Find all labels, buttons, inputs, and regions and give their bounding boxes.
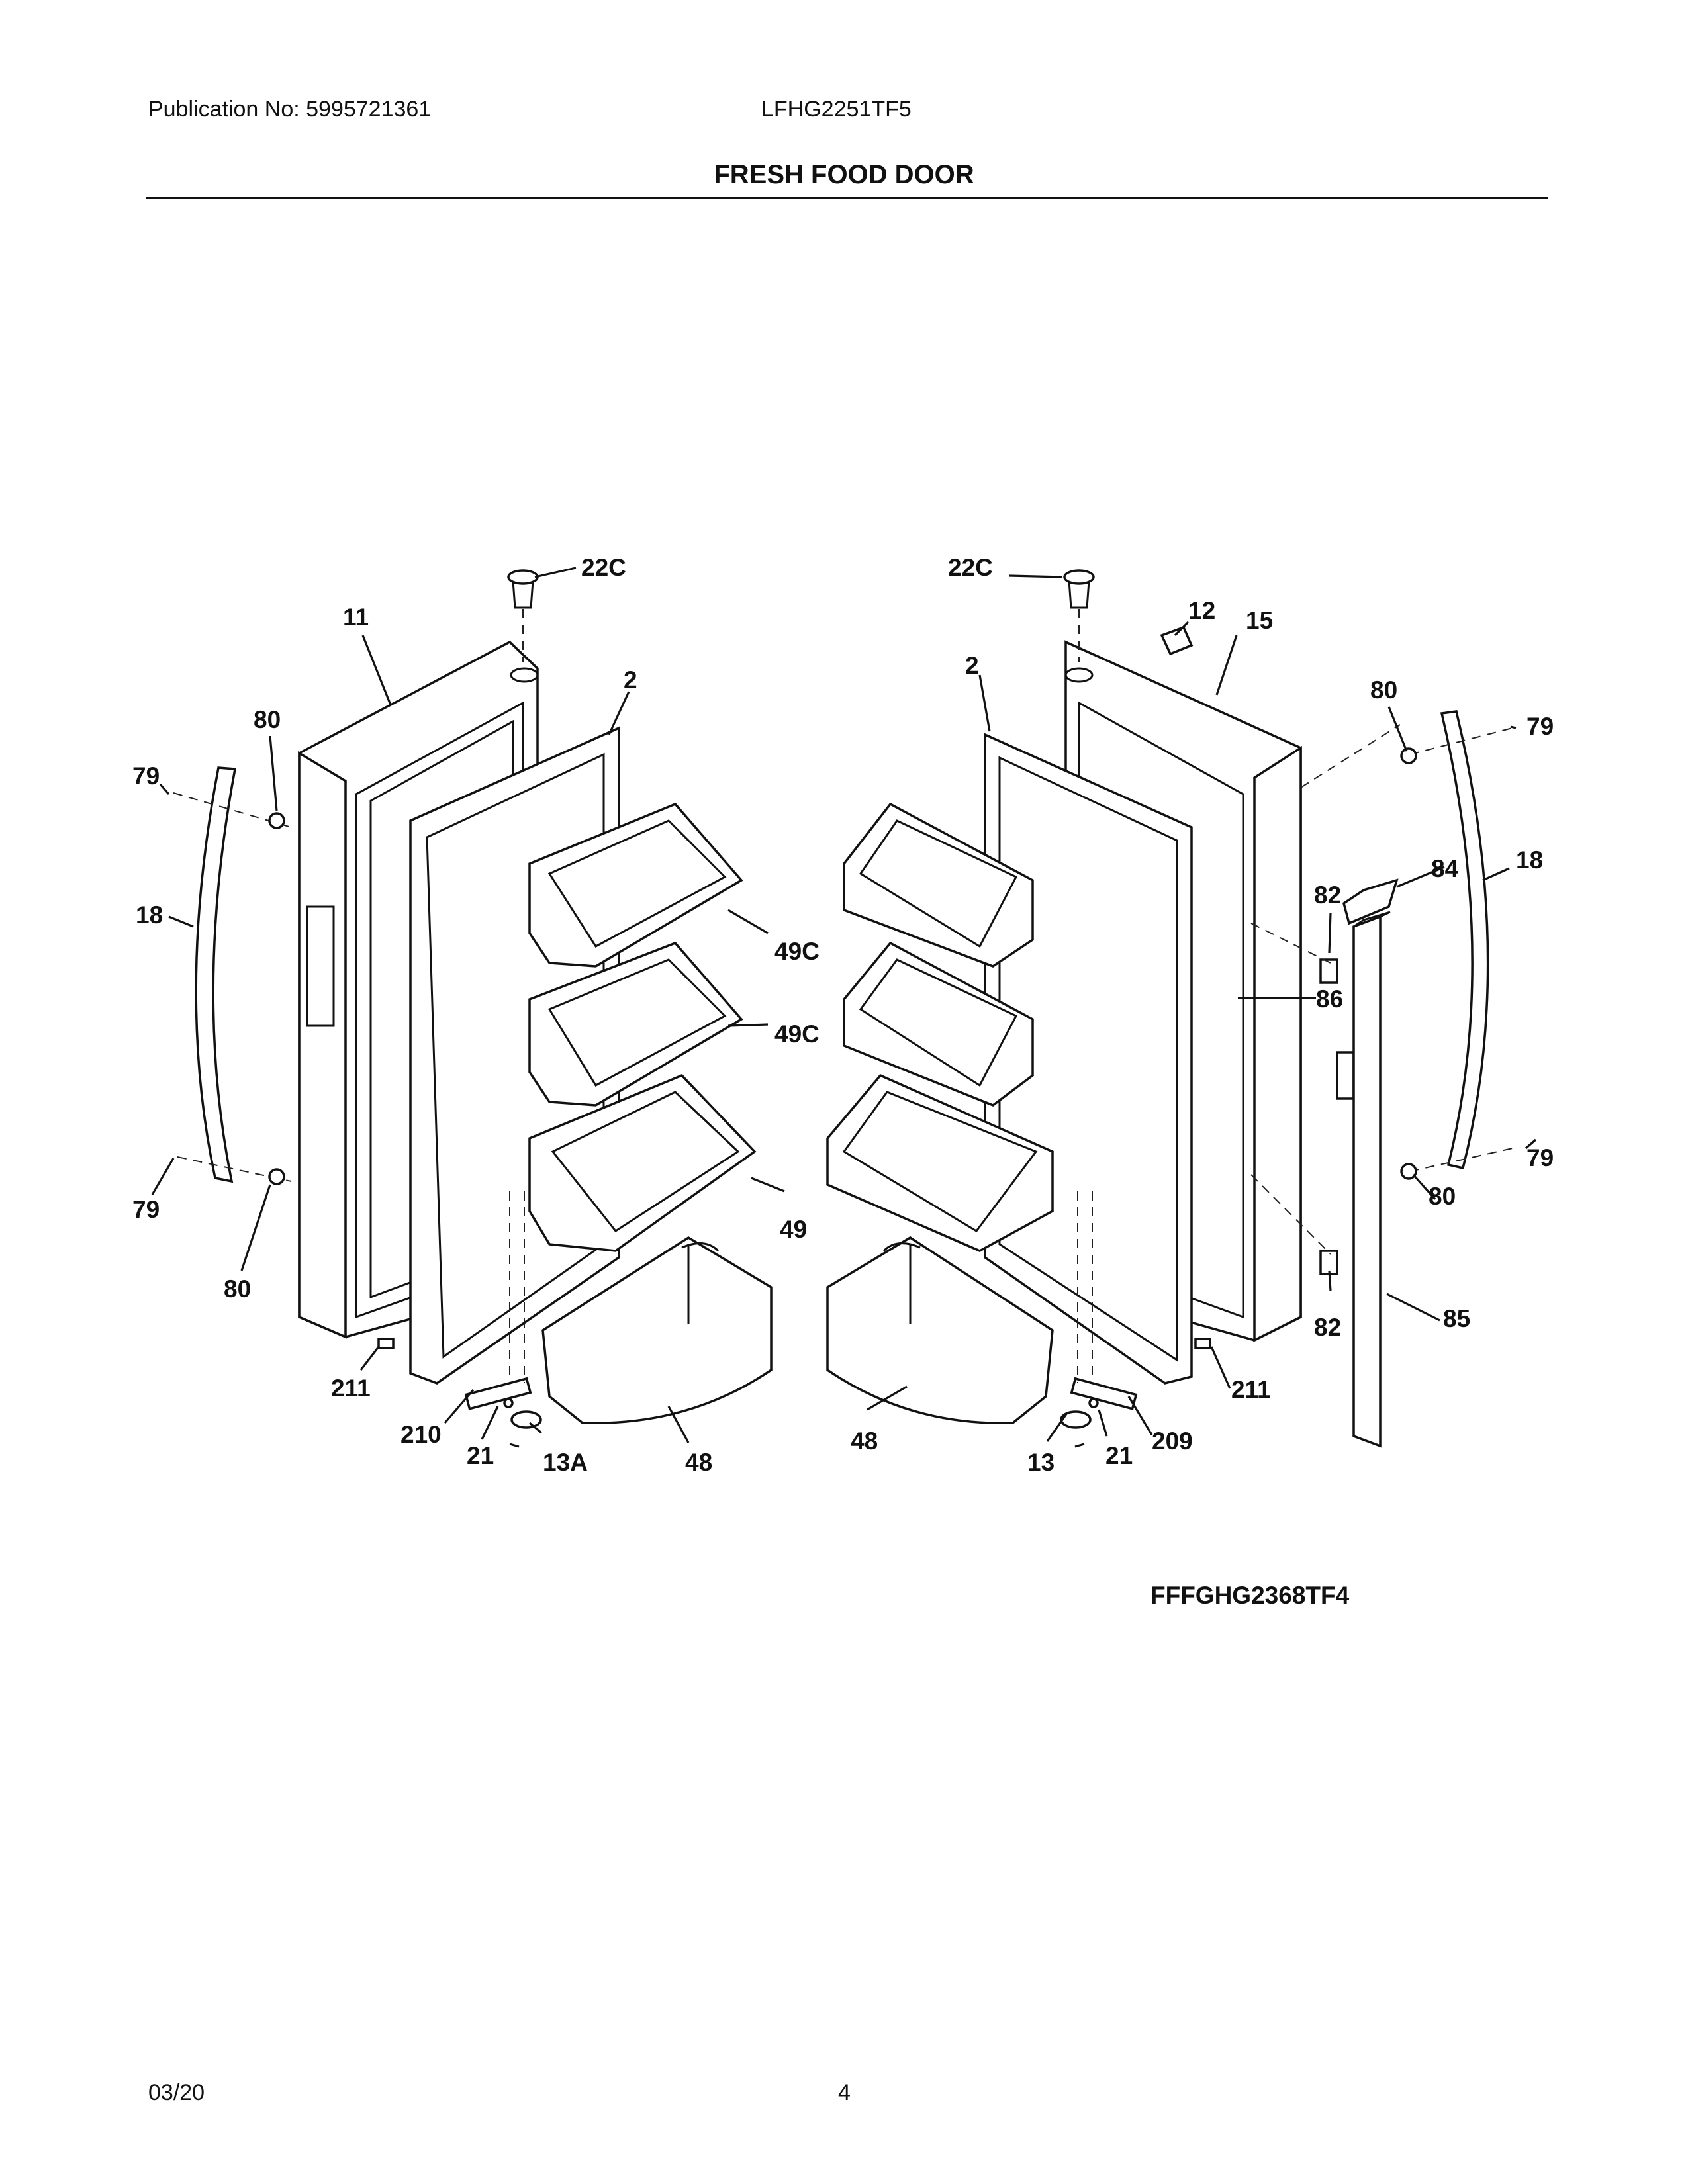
publication-number: Publication No: 5995721361 [148,97,432,122]
callout-2-left: 2 [624,666,637,694]
callout-211-left: 211 [331,1375,371,1402]
callout-86: 86 [1316,985,1343,1013]
callout-48-right: 48 [851,1428,878,1455]
callout-209: 209 [1152,1428,1193,1455]
callout-13: 13 [1027,1449,1055,1476]
page-title: FRESH FOOD DOOR [714,160,974,189]
callout-80-left-bottom: 80 [224,1275,251,1302]
right-door-bins [826,802,1054,1425]
callout-80-left-top: 80 [254,706,281,733]
callout-15: 15 [1246,607,1273,634]
right-hinge-parts [1060,1191,1211,1448]
diagram-model-code: FFFGHG2368TF4 [1150,1582,1350,1609]
header-rule [146,197,1548,199]
left-hinge-parts [377,1191,542,1448]
callout-21-left: 21 [467,1442,494,1469]
callout-11: 11 [343,604,369,631]
page-number: 4 [838,2080,851,2105]
callout-21-right: 21 [1105,1442,1133,1469]
leader-lines [151,567,1537,1443]
callout-84: 84 [1431,855,1459,882]
callout-2-right: 2 [965,652,979,679]
callout-48-left: 48 [685,1449,712,1476]
footer-date: 03/20 [148,2080,205,2105]
callout-79-right-bottom: 79 [1526,1144,1554,1171]
right-label-12 [1160,625,1194,656]
callout-22c-right: 22C [948,554,993,581]
callout-85: 85 [1443,1305,1470,1332]
model-number: LFHG2251TF5 [761,97,912,122]
left-door-bins [528,802,773,1425]
left-handle-18 [173,766,292,1185]
callout-49c-lower: 49C [774,1021,820,1048]
callout-49c-upper: 49C [774,938,820,965]
right-side-parts [1250,724,1401,1448]
callout-210: 210 [400,1421,442,1448]
callout-82-lower: 82 [1314,1314,1341,1341]
callout-79-left-top: 79 [132,762,160,790]
left-cap-22c [507,569,539,662]
callout-18-left: 18 [136,901,163,929]
callout-79-right-top: 79 [1526,713,1554,740]
callout-13a: 13A [543,1449,588,1476]
callout-80-right-top: 80 [1370,676,1397,704]
right-cap-22c [1063,569,1095,662]
callout-80-right-bottom: 80 [1429,1183,1456,1210]
callout-79-left-bottom: 79 [132,1196,160,1223]
callout-22c-left: 22C [581,554,626,581]
callout-12: 12 [1188,597,1215,624]
right-handle-18 [1400,710,1513,1180]
callout-49: 49 [780,1216,807,1243]
callout-18-right: 18 [1516,846,1543,874]
callout-211-right: 211 [1231,1376,1271,1403]
callout-82-upper: 82 [1314,882,1341,909]
